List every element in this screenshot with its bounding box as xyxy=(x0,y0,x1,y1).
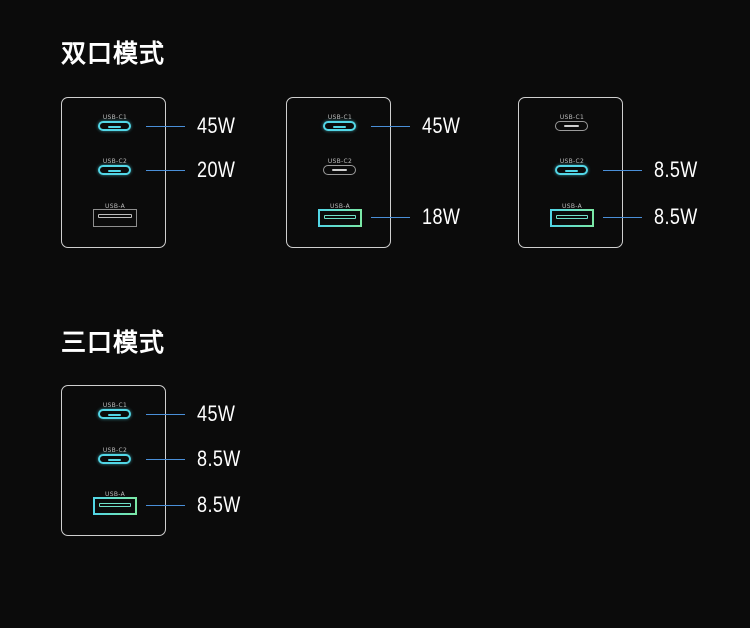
dual-mode-title: 双口模式 xyxy=(61,39,166,68)
usb-a-port-icon xyxy=(318,209,362,227)
wattage-label: 45W xyxy=(197,401,236,426)
port-label-usb-c1: USB-C1 xyxy=(102,402,128,409)
port-slot xyxy=(108,170,121,172)
usb-c-port-icon xyxy=(98,121,131,131)
connector-line xyxy=(603,170,642,171)
connector-line xyxy=(146,505,185,506)
port-label-usb-c1: USB-C1 xyxy=(327,114,353,121)
usb-a-port-icon xyxy=(93,209,137,227)
port-label-usb-c1: USB-C1 xyxy=(102,114,128,121)
dual-card-1 xyxy=(61,97,166,248)
wattage-label: 45W xyxy=(197,113,236,138)
dual-card-3 xyxy=(518,97,623,248)
port-label-usb-c2: USB-C2 xyxy=(327,158,353,165)
port-slot xyxy=(565,170,578,172)
connector-line xyxy=(146,414,185,415)
wattage-label: 8.5W xyxy=(197,446,241,471)
wattage-label: 8.5W xyxy=(654,204,698,229)
connector-line xyxy=(146,170,185,171)
port-slot xyxy=(99,503,131,507)
port-label-usb-a: USB-A xyxy=(330,203,350,210)
dual-card-2 xyxy=(286,97,391,248)
usb-c-port-icon xyxy=(98,165,131,175)
port-slot xyxy=(108,126,121,128)
triple-card-1 xyxy=(61,385,166,536)
triple-mode-title: 三口模式 xyxy=(61,328,166,357)
usb-c-port-icon xyxy=(555,165,588,175)
usb-a-port-icon xyxy=(93,497,137,515)
usb-c-port-icon xyxy=(98,454,131,464)
port-label-usb-c2: USB-C2 xyxy=(102,447,128,454)
usb-a-port-icon xyxy=(550,209,594,227)
port-label-usb-c1: USB-C1 xyxy=(559,114,585,121)
port-slot xyxy=(324,215,356,219)
usb-c-port-icon xyxy=(323,121,356,131)
connector-line xyxy=(371,126,410,127)
port-slot xyxy=(108,459,121,461)
port-label-usb-c2: USB-C2 xyxy=(102,158,128,165)
port-slot xyxy=(332,169,347,171)
wattage-label: 8.5W xyxy=(654,157,698,182)
usb-c-port-icon xyxy=(555,121,588,131)
connector-line xyxy=(146,126,185,127)
wattage-label: 45W xyxy=(422,113,461,138)
port-slot xyxy=(564,125,579,127)
connector-line xyxy=(146,459,185,460)
port-label-usb-c2: USB-C2 xyxy=(559,158,585,165)
port-slot xyxy=(556,215,588,219)
wattage-label: 20W xyxy=(197,157,236,182)
port-slot xyxy=(333,126,346,128)
port-label-usb-a: USB-A xyxy=(562,203,582,210)
connector-line xyxy=(603,217,642,218)
port-slot xyxy=(108,414,121,416)
usb-c-port-icon xyxy=(323,165,356,175)
usb-c-port-icon xyxy=(98,409,131,419)
port-label-usb-a: USB-A xyxy=(105,203,125,210)
port-label-usb-a: USB-A xyxy=(105,491,125,498)
port-slot xyxy=(98,214,132,218)
wattage-label: 8.5W xyxy=(197,492,241,517)
wattage-label: 18W xyxy=(422,204,461,229)
connector-line xyxy=(371,217,410,218)
